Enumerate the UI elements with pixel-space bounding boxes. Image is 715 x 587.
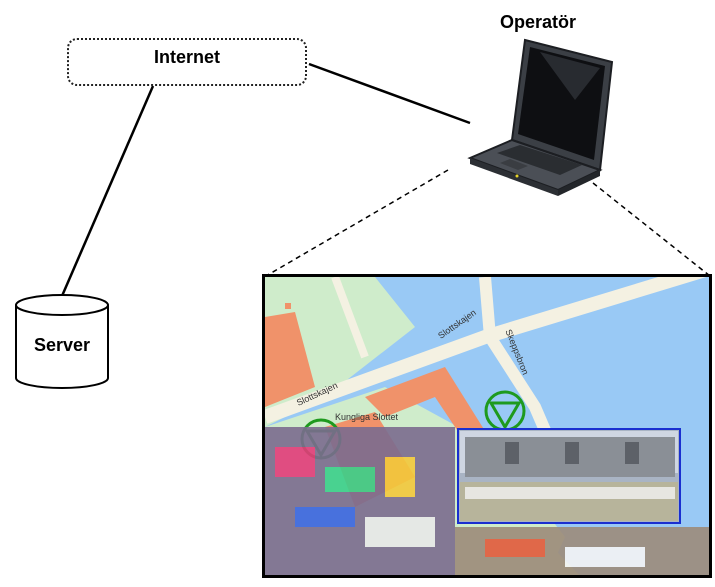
zoom-line-left bbox=[265, 169, 449, 277]
operator-label: Operatör bbox=[500, 12, 577, 32]
image-artifact bbox=[265, 427, 709, 575]
internet-node bbox=[67, 38, 307, 86]
internet-server-link bbox=[60, 85, 155, 297]
side-road bbox=[331, 277, 369, 359]
internet-operator-link bbox=[308, 62, 471, 125]
server-label: Server bbox=[33, 335, 91, 355]
building-block bbox=[265, 312, 315, 407]
building-small bbox=[285, 303, 291, 309]
map-canvas bbox=[265, 277, 709, 575]
video-feed[interactable] bbox=[457, 428, 681, 524]
zoom-line-right bbox=[592, 182, 711, 277]
laptop-icon bbox=[467, 38, 614, 196]
street-label: Kungliga Slottet bbox=[335, 412, 399, 422]
map-view[interactable]: Skeppsbron Slottskajen Kungliga Slottet … bbox=[262, 274, 712, 578]
server-icon bbox=[15, 294, 109, 389]
internet-label: Internet bbox=[153, 47, 220, 67]
